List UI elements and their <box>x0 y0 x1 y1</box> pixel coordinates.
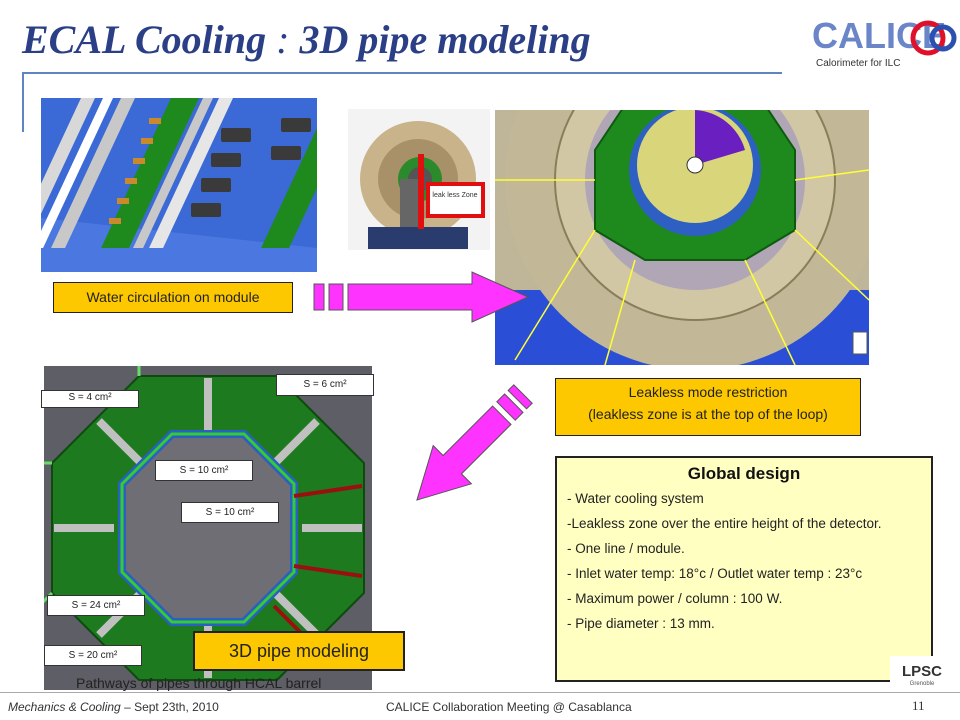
global-design-item: - Maximum power / column : 100 W. <box>567 591 783 606</box>
leakless-detector-image <box>495 110 869 365</box>
slide-title: ECAL Cooling : 3D pipe modeling <box>22 16 591 63</box>
global-design-item: - Pipe diameter : 13 mm. <box>567 616 715 631</box>
lpsc-logo-sub: Grenoble <box>910 681 935 687</box>
footer-divider <box>0 692 960 693</box>
water-circulation-label: Water circulation on module <box>53 282 293 313</box>
footer-date: – Sept 23th, 2010 <box>120 700 219 714</box>
leakless-restriction-label: Leakless mode restriction (leakless zone… <box>555 378 861 436</box>
slide-title-separator: : <box>266 17 300 62</box>
module-cooling-image <box>41 98 317 272</box>
section-label-10cm2-lower: S = 10 cm² <box>181 502 279 523</box>
slide-title-main: ECAL Cooling <box>22 17 267 62</box>
section-label-6cm2: S = 6 cm² <box>276 374 374 396</box>
page-number: 11 <box>912 698 925 713</box>
pipe-modeling-label: 3D pipe modeling <box>193 631 405 671</box>
pathways-caption: Pathways of pipes through HCAL barrel <box>76 675 322 691</box>
section-label-4cm2: S = 4 cm² <box>41 390 139 408</box>
title-underline <box>22 72 782 74</box>
lpsc-logo-text: LPSC <box>902 663 942 680</box>
section-label-20cm2: S = 20 cm² <box>44 645 142 666</box>
global-design-item: - Water cooling system <box>567 491 704 506</box>
footer-topic: Mechanics & Cooling <box>8 700 121 714</box>
leak-less-zone-label: leak less Zone <box>432 192 477 199</box>
calice-logo: CALICE Calorimeter for ILC <box>808 8 958 74</box>
slide-title-sub: 3D pipe modeling <box>299 17 591 62</box>
right-arrow-icon <box>313 271 530 323</box>
footer-left: Mechanics & Cooling – Sept 23th, 2010 <box>8 700 219 714</box>
calice-logo-subtitle: Calorimeter for ILC <box>816 58 900 69</box>
global-design-title: Global design <box>687 464 801 483</box>
global-design-panel: Global design - Water cooling system -Le… <box>555 456 933 682</box>
footer-center: CALICE Collaboration Meeting @ Casablanc… <box>386 700 632 714</box>
leakless-restriction-line2: (leakless zone is at the top of the loop… <box>588 406 828 422</box>
section-label-10cm2-upper: S = 10 cm² <box>155 460 253 481</box>
section-label-24cm2: S = 24 cm² <box>47 595 145 616</box>
lpsc-logo: LPSC Grenoble <box>890 656 954 688</box>
global-design-item: - One line / module. <box>567 541 685 556</box>
down-left-arrow-icon <box>416 384 533 501</box>
leakless-restriction-line1: Leakless mode restriction <box>628 384 788 400</box>
global-design-item: -Leakless zone over the entire height of… <box>567 516 882 531</box>
global-design-item: - Inlet water temp: 18°c / Outlet water … <box>567 566 863 581</box>
title-side-rule <box>22 72 24 132</box>
detector-overview-image: leak less Zone <box>348 109 490 250</box>
